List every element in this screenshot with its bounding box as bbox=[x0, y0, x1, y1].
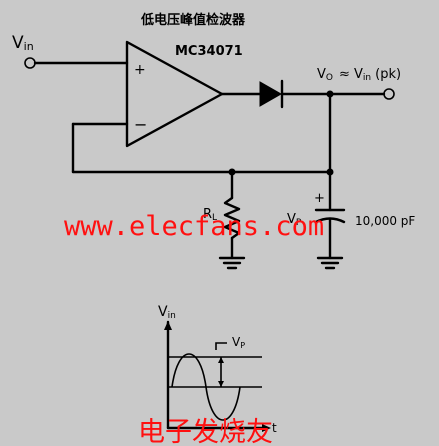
waveform-x-arrow bbox=[262, 424, 271, 432]
waveform-sine bbox=[171, 353, 241, 421]
output-terminal bbox=[383, 88, 395, 100]
waveform-vp-arrow-up bbox=[218, 357, 224, 363]
input-terminal bbox=[24, 57, 36, 69]
capacitor-polarity-sign: + bbox=[314, 191, 325, 206]
op-amp-part-number: MC34071 bbox=[175, 44, 243, 59]
watermark-text: www.elecfans.com bbox=[64, 211, 324, 242]
waveform-y-arrow bbox=[164, 321, 172, 330]
waveform-vp-label: VP bbox=[232, 335, 245, 350]
non-inverting-input-sign: + bbox=[134, 62, 146, 78]
op-amp bbox=[125, 40, 224, 148]
inverting-input-sign: − bbox=[134, 115, 147, 134]
diagram-title: 低电压峰值检波器 bbox=[140, 12, 246, 28]
capacitor-voltage-label: VP bbox=[287, 212, 302, 228]
waveform-vp-leader bbox=[215, 342, 227, 350]
resistor-label: RL bbox=[203, 207, 217, 223]
load-resistor bbox=[223, 196, 241, 240]
waveform-axis-label: Vin bbox=[158, 304, 176, 321]
diode-body bbox=[259, 81, 283, 107]
capacitor-node bbox=[326, 168, 334, 176]
input-label: Vin bbox=[12, 33, 34, 53]
waveform-vp-arrow-down bbox=[218, 381, 224, 387]
brand-watermark: 电子发烧友 bbox=[138, 417, 273, 446]
waveform-time-label: t bbox=[272, 421, 277, 435]
output-label: VO≈ Vin(pk) bbox=[317, 67, 401, 83]
capacitor-value: 10,000 pF bbox=[355, 214, 415, 228]
